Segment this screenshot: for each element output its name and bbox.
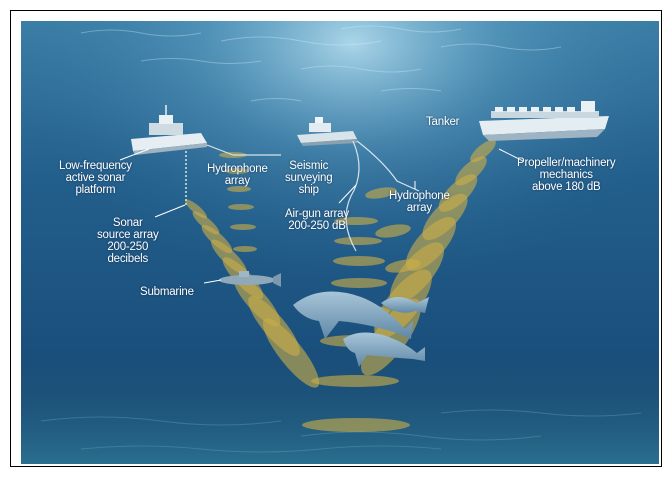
tanker-ship: [479, 101, 609, 141]
ocean-noise-illustration: Tanker Low-frequency active sonar platfo…: [21, 21, 659, 464]
label-sonar-source-array: Sonar source array 200-250 decibels: [97, 217, 159, 265]
marine-mammals: [293, 291, 429, 367]
leader-lines: [119, 148, 524, 284]
label-hydrophone-left: Hydrophone array: [207, 163, 268, 187]
seabed-ripples: [40, 409, 642, 453]
label-propeller-mechanics: Propeller/machinery mechanics above 180 …: [517, 157, 616, 193]
label-hydrophone-right: Hydrophone array: [389, 190, 450, 214]
tanker-beam-right: [361, 139, 496, 376]
label-seismic-ship: Seismic surveying ship: [285, 160, 333, 196]
hydrophone-right-waves: [365, 187, 421, 273]
seabed: [21, 351, 659, 464]
submarine: [219, 271, 281, 287]
surface-ripples: [80, 25, 562, 102]
label-low-frequency-sonar: Low-frequency active sonar platform: [59, 160, 132, 196]
label-tanker: Tanker: [426, 116, 460, 128]
seismic-ship: [297, 117, 420, 252]
label-air-gun-array: Air-gun array 200-250 dB: [285, 208, 349, 232]
sonar-platform: [131, 105, 281, 207]
label-submarine: Submarine: [140, 286, 194, 298]
